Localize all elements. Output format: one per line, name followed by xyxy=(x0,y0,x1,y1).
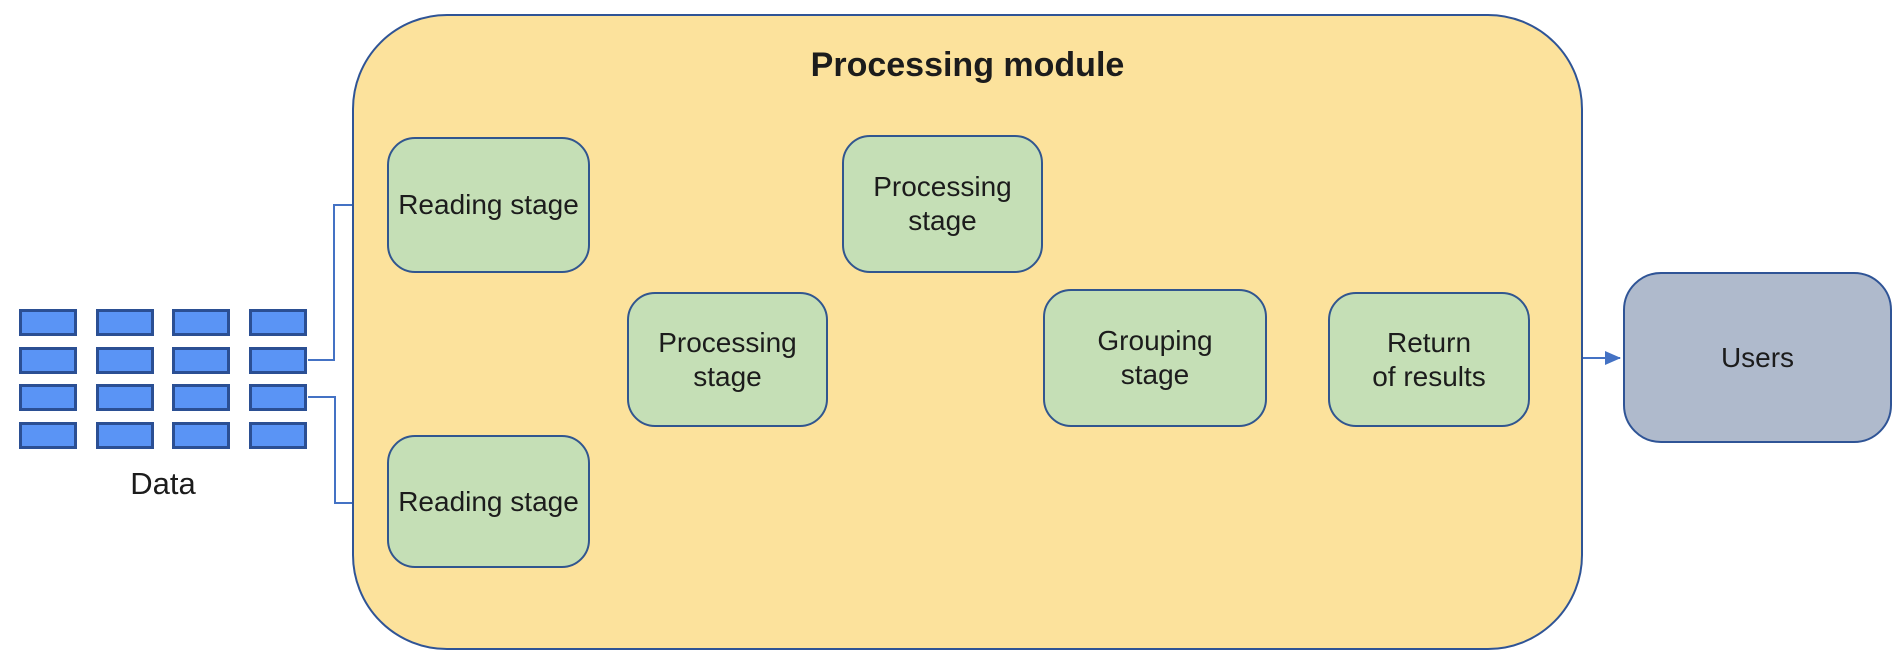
node-processing-stage-top: Processing stage xyxy=(842,135,1043,273)
node-reading-stage-bottom: Reading stage xyxy=(387,435,590,568)
data-rect xyxy=(95,346,154,374)
data-rect xyxy=(248,384,307,411)
data-rect xyxy=(248,309,307,336)
data-rect xyxy=(248,421,307,449)
data-rect xyxy=(248,346,307,374)
data-rect xyxy=(95,384,154,411)
node-return-of-results: Return of results xyxy=(1328,292,1530,427)
node-processing-stage-middle: Processing stage xyxy=(627,292,828,427)
node-grouping-stage: Grouping stage xyxy=(1043,289,1267,427)
data-label: Data xyxy=(130,466,196,501)
data-rect xyxy=(19,346,77,374)
data-rect xyxy=(19,421,77,449)
data-rect xyxy=(172,384,230,411)
data-rect xyxy=(172,309,230,336)
data-rect xyxy=(19,309,77,336)
data-rect xyxy=(19,384,77,411)
data-grid xyxy=(19,309,307,449)
node-users: Users xyxy=(1623,272,1892,443)
data-rect xyxy=(95,309,154,336)
data-rect xyxy=(172,346,230,374)
node-reading-stage-top: Reading stage xyxy=(387,137,590,273)
processing-module-title: Processing module xyxy=(810,46,1125,84)
data-rect xyxy=(172,421,230,449)
data-rect xyxy=(95,421,154,449)
